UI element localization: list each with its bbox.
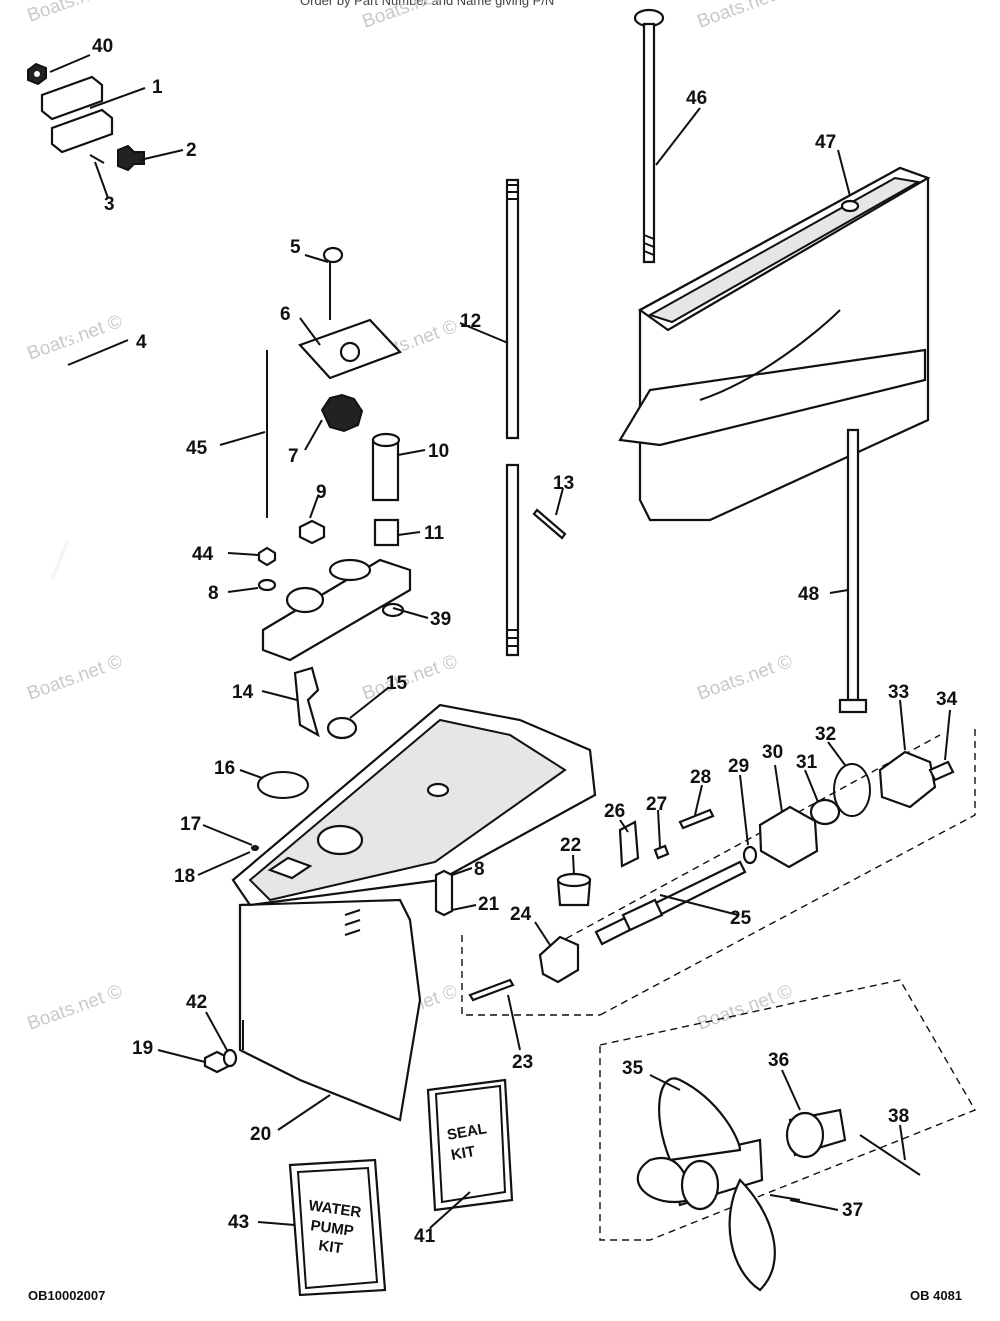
callout-30: 30	[762, 742, 783, 763]
callout-14: 14	[232, 682, 254, 703]
callout-4: 4	[136, 332, 147, 353]
drive-shaft	[505, 178, 567, 657]
watermark: Boats.net ©	[25, 0, 126, 27]
small-parts-14-15-16	[257, 666, 358, 799]
callout-20: 20	[250, 1124, 271, 1145]
callout-32: 32	[815, 724, 836, 745]
watermark: Boats.net ©	[695, 981, 796, 1035]
stud-48	[838, 428, 868, 714]
callout-8: 8	[208, 583, 219, 604]
callout-42: 42	[186, 992, 207, 1013]
callout-23: 23	[512, 1052, 533, 1073]
callout-33: 33	[888, 682, 909, 703]
water-pump-kit-line-2: PUMP	[309, 1217, 354, 1240]
callout-38: 38	[888, 1106, 909, 1127]
callout-34: 34	[936, 689, 958, 710]
callout-36: 36	[768, 1050, 789, 1071]
callout-47: 47	[815, 132, 836, 153]
callout-26: 26	[604, 801, 625, 822]
gear-housing	[203, 703, 597, 1122]
callout-45: 45	[186, 438, 208, 459]
watermark: Boats.net ©	[695, 651, 796, 705]
callout-31: 31	[796, 752, 818, 773]
water-pump-kit-line-3: KIT	[317, 1237, 343, 1257]
callout-5: 5	[290, 237, 301, 258]
callout-12: 12	[460, 311, 481, 332]
watermark: Boats.net ©	[695, 0, 796, 33]
callout-24: 24	[510, 904, 532, 925]
footer-right-code: OB 4081	[910, 1288, 962, 1303]
seal-kit-line-2: KIT	[450, 1143, 477, 1164]
water-pump	[257, 246, 412, 662]
callout-43: 43	[228, 1212, 249, 1233]
callout-46: 46	[686, 88, 707, 109]
callout-48: 48	[798, 584, 819, 605]
callout-29: 29	[728, 756, 749, 777]
shift-rod-assembly	[27, 62, 145, 630]
water-pump-kit-box: WATER PUMP KIT	[288, 1158, 387, 1297]
callout-6: 6	[280, 304, 291, 325]
callout-19: 19	[132, 1038, 153, 1059]
callout-39: 39	[430, 609, 451, 630]
callout-44: 44	[192, 544, 214, 565]
exhaust-housing	[618, 166, 931, 522]
watermark: Boats.net ©	[25, 311, 126, 365]
callout-15: 15	[386, 673, 408, 694]
footer-left-code: OB10002007	[28, 1288, 105, 1303]
callout-11: 11	[424, 523, 445, 544]
leader-lines	[49, 54, 951, 1229]
callout-16: 16	[214, 758, 235, 779]
callout-3: 3	[104, 194, 115, 215]
callout-7: 7	[288, 446, 299, 467]
callout-41: 41	[414, 1226, 436, 1247]
callout-2: 2	[186, 140, 197, 161]
propshaft-assembly	[434, 725, 976, 1016]
header-text: Order by Part Number and Name giving P/N	[300, 0, 554, 8]
callout-9: 9	[316, 482, 327, 503]
callout-28: 28	[690, 767, 711, 788]
propeller-assembly	[599, 979, 977, 1292]
callout-13: 13	[553, 473, 574, 494]
callout-labels: 40 1 2 3 4 5 6 7 9 10 11 12 13 39 45 44 …	[92, 36, 958, 1247]
callout-25: 25	[730, 908, 752, 929]
watermark: Boats.net ©	[25, 651, 126, 705]
callout-8-second: 8	[474, 859, 485, 880]
watermark: Boats.net ©	[360, 651, 461, 705]
seal-kit-line-1: SEAL	[446, 1120, 488, 1144]
callout-35: 35	[622, 1058, 644, 1079]
watermark: Boats.net ©	[25, 981, 126, 1035]
callout-21: 21	[478, 894, 500, 915]
callout-40: 40	[92, 36, 113, 57]
callout-1: 1	[152, 77, 163, 98]
stud-46	[633, 8, 665, 264]
callout-37: 37	[842, 1200, 863, 1221]
seal-kit-box: SEAL KIT	[426, 1078, 514, 1212]
callout-22: 22	[560, 835, 581, 856]
callout-17: 17	[180, 814, 201, 835]
callout-10: 10	[428, 441, 449, 462]
callout-18: 18	[174, 866, 195, 887]
callout-27: 27	[646, 794, 667, 815]
